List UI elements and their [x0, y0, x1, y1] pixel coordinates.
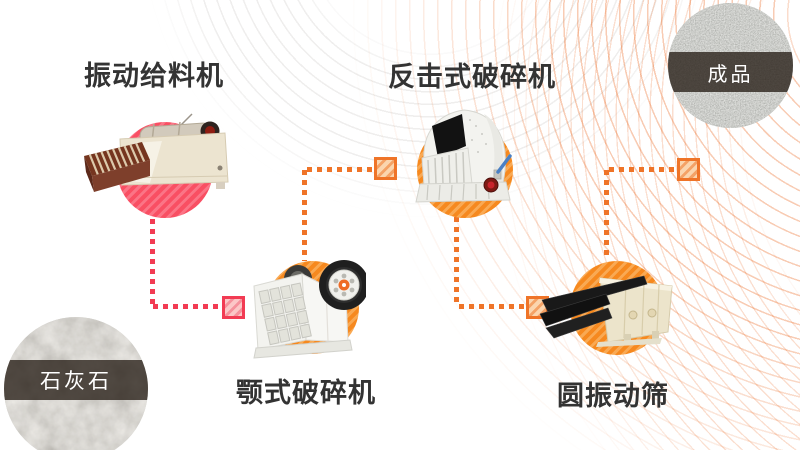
connector-impact-screen-vertical — [454, 217, 459, 305]
limestone-photo-circle: 石灰石 — [4, 317, 148, 450]
connector-screen-product-vertical — [604, 170, 609, 260]
jaw-crusher-illustration — [253, 260, 366, 359]
connector-feeder-jaw-vertical — [150, 219, 155, 306]
product-label: 成品 — [707, 63, 754, 86]
impact-crusher-illustration — [415, 109, 512, 203]
connector-jaw-impact-vertical — [302, 170, 307, 261]
vibrating-feeder-illustration — [84, 113, 229, 192]
jaw-crusher-label: 颚式破碎机 — [236, 378, 376, 408]
connector-feeder-jaw-horizontal — [153, 304, 221, 309]
connector-jaw-impact-horizontal — [307, 167, 373, 172]
connector-screen-product-horizontal — [609, 167, 675, 172]
screen-label: 圆振动筛 — [557, 381, 669, 411]
flow-node-square-red — [222, 296, 245, 319]
impact-crusher-label: 反击式破碎机 — [388, 62, 556, 92]
limestone-label: 石灰石 — [40, 370, 112, 393]
limestone-band: 石灰石 — [4, 360, 148, 400]
feeder-label: 振动给料机 — [84, 61, 224, 91]
product-band: 成品 — [668, 52, 793, 92]
product-photo-circle: 成品 — [668, 3, 793, 128]
connector-impact-screen-horizontal — [459, 304, 525, 309]
flow-node-square-orange-1 — [374, 157, 397, 180]
vibrating-screen-illustration — [540, 275, 673, 347]
flow-node-square-orange-3 — [677, 158, 700, 181]
